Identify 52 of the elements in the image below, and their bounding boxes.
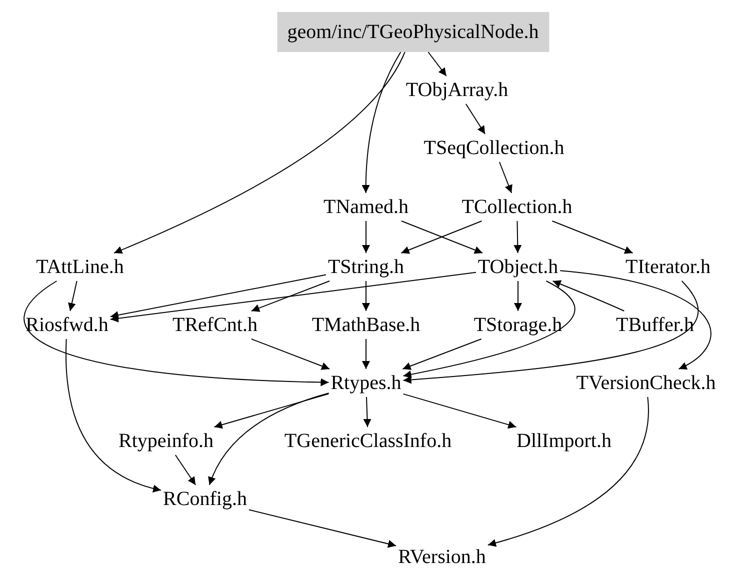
arrow [487, 396, 649, 547]
file-name: RVersion.h [398, 545, 486, 569]
arrow [428, 52, 447, 76]
arrow [402, 280, 699, 384]
arrow [24, 280, 330, 386]
file-name: TMathBase.h [312, 313, 420, 337]
arrow [362, 280, 370, 312]
arrow [66, 338, 162, 492]
file-name: TStorage.h [474, 313, 562, 337]
file-name: TCollection.h [462, 195, 572, 219]
arrow [110, 274, 326, 319]
arrow [362, 52, 402, 194]
arrow [110, 272, 476, 322]
arrow [402, 280, 575, 378]
file-name: TBuffer.h [616, 313, 694, 337]
file-name: TIterator.h [626, 255, 710, 279]
file-name: TNamed.h [324, 195, 408, 219]
arrow [248, 509, 397, 548]
file-name: TObjArray.h [406, 78, 508, 102]
arrow [465, 104, 486, 134]
arrow [402, 393, 517, 429]
file-name: geom/inc/TGeoPhysicalNode.h [287, 20, 539, 44]
arrow [114, 52, 406, 254]
arrow [363, 396, 372, 428]
arrow [68, 280, 78, 312]
arrow [552, 220, 634, 254]
arrow [560, 270, 712, 370]
file-name: DllImport.h [516, 429, 612, 453]
arrow [208, 392, 330, 486]
arrow [498, 162, 512, 194]
arrow [402, 338, 482, 370]
arrow [514, 220, 522, 254]
file-name: Riosfwd.h [26, 313, 108, 337]
arrow [214, 393, 330, 429]
arrow [174, 454, 196, 486]
file-name: Rtypes.h [330, 371, 402, 395]
file-name: TRefCnt.h [172, 313, 258, 337]
arrow [362, 338, 370, 370]
file-name: Rtypeinfo.h [118, 429, 214, 453]
file-name: RConfig.h [163, 487, 247, 511]
file-name: TSeqCollection.h [424, 136, 564, 160]
arrow [250, 338, 330, 370]
file-name: TString.h [328, 255, 404, 279]
file-name: TVersionCheck.h [576, 371, 716, 395]
file-box [277, 12, 549, 52]
arrow [514, 280, 522, 312]
arrow [552, 280, 625, 312]
file-name: TAttLine.h [36, 255, 124, 279]
arrow [250, 280, 330, 312]
file-name: TObject.h [478, 255, 558, 279]
file-name: TGenericClassInfo.h [284, 429, 452, 453]
arrow [362, 220, 370, 254]
